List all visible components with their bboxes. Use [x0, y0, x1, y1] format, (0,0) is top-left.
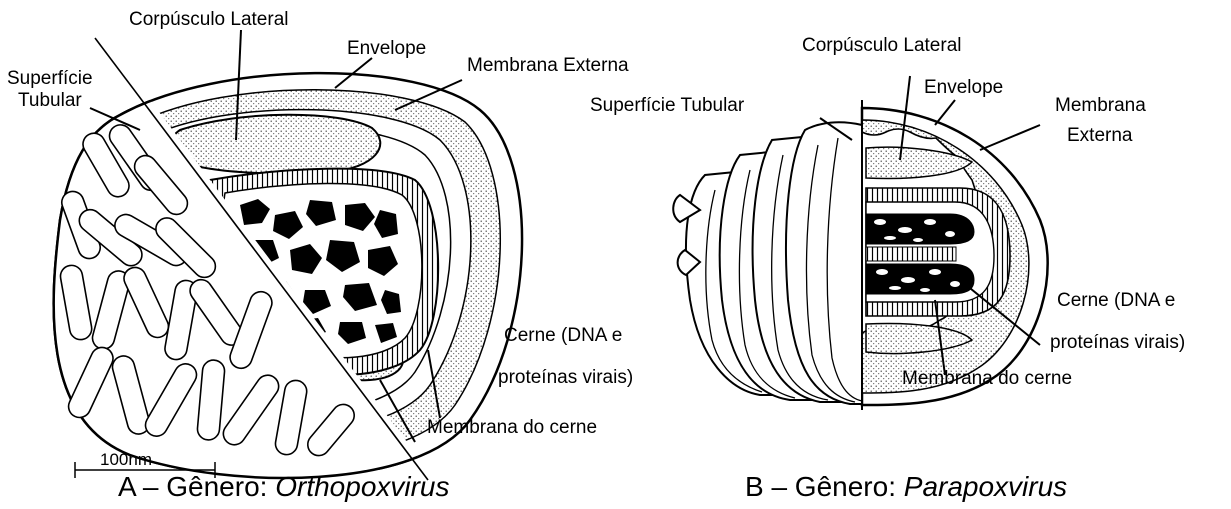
label-membrana-externa-a: Membrana Externa [467, 55, 629, 77]
label-superficie-tubular-b: Superfície Tubular [590, 95, 744, 117]
label-cerne-b-line1: Cerne (DNA e [1057, 290, 1175, 312]
label-envelope-b: Envelope [924, 77, 1003, 99]
label-membrana-cerne-a: Membrana do cerne [427, 417, 597, 439]
label-envelope-a: Envelope [347, 38, 426, 60]
label-membrana-externa-b-line1: Membrana [1055, 95, 1146, 117]
label-cerne-b-line2: proteínas virais) [1050, 332, 1185, 354]
label-corpusculo-lateral-a: Corpúsculo Lateral [129, 9, 288, 31]
caption-b-prefix: B – Gênero: [745, 471, 904, 502]
caption-a-prefix: A – Gênero: [118, 471, 275, 502]
caption-b: B – Gênero: Parapoxvirus [745, 471, 1067, 503]
caption-a-genus: Orthopoxvirus [275, 471, 449, 502]
label-cerne-a-line2: proteínas virais) [498, 367, 633, 389]
label-membrana-cerne-b: Membrana do cerne [902, 368, 1072, 390]
dna-band-b-2 [866, 264, 974, 294]
caption-a: A – Gênero: Orthopoxvirus [118, 471, 450, 503]
label-cerne-a-line1: Cerne (DNA e [504, 325, 622, 347]
label-superficie-a-line1: Superfície [7, 68, 93, 90]
lateral-body-a-top [171, 115, 380, 174]
caption-b-genus: Parapoxvirus [904, 471, 1067, 502]
label-corpusculo-lateral-b: Corpúsculo Lateral [802, 35, 961, 57]
parapoxvirus-virion [673, 100, 1047, 410]
label-superficie-a-line2: Tubular [18, 90, 82, 112]
orthopoxvirus-virion [54, 38, 522, 480]
label-membrana-externa-b-line2: Externa [1067, 125, 1132, 147]
label-scale-bar: 100nm [100, 449, 152, 471]
